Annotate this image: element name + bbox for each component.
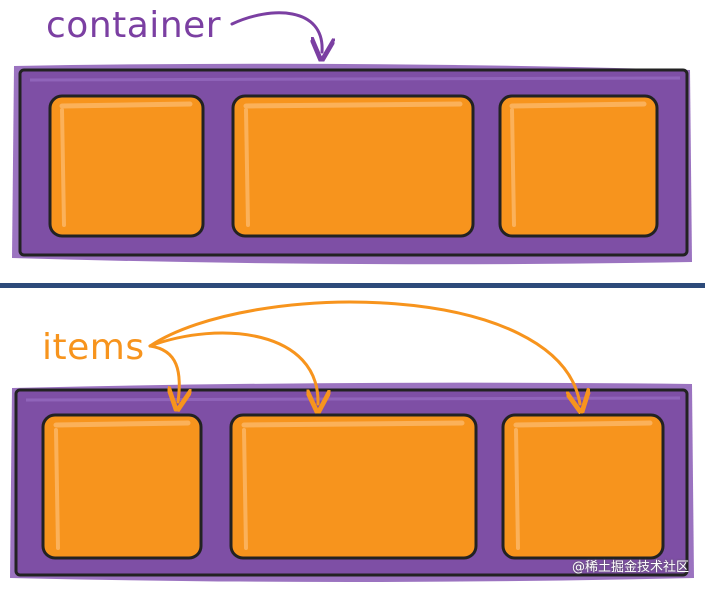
bottom-item-2 bbox=[229, 413, 478, 560]
watermark: @稀土掘金技术社区 bbox=[571, 560, 689, 575]
top-item-1 bbox=[48, 94, 205, 238]
items-arrow-2 bbox=[148, 331, 318, 404]
items-arrow-3 bbox=[148, 300, 580, 404]
bottom-item-1 bbox=[41, 413, 203, 560]
container-arrow bbox=[230, 11, 322, 52]
items-label: items bbox=[42, 327, 145, 368]
container-label: container bbox=[46, 5, 222, 46]
panel-divider bbox=[0, 283, 705, 288]
bottom-item-3 bbox=[501, 413, 665, 560]
items-arrow-1 bbox=[148, 344, 179, 402]
top-item-3 bbox=[498, 94, 659, 238]
top-item-2 bbox=[231, 94, 475, 238]
